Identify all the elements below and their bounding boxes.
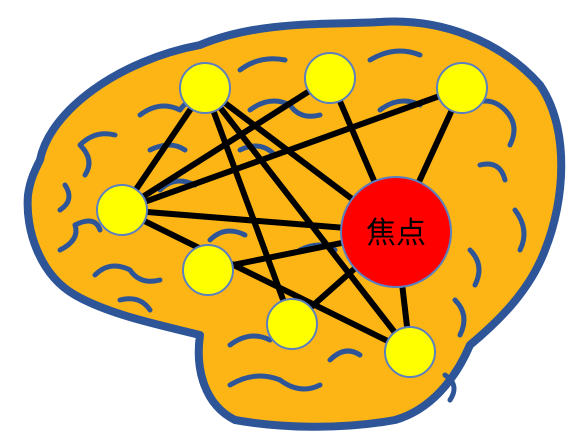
network-node	[180, 63, 230, 113]
network-node	[97, 185, 147, 235]
network-node	[305, 53, 355, 103]
focus-label: 焦点	[366, 216, 426, 251]
network-node	[385, 327, 435, 377]
network-node	[437, 63, 487, 113]
network-node	[183, 245, 233, 295]
focus-node: 焦点	[341, 177, 451, 287]
network-node	[267, 299, 317, 349]
